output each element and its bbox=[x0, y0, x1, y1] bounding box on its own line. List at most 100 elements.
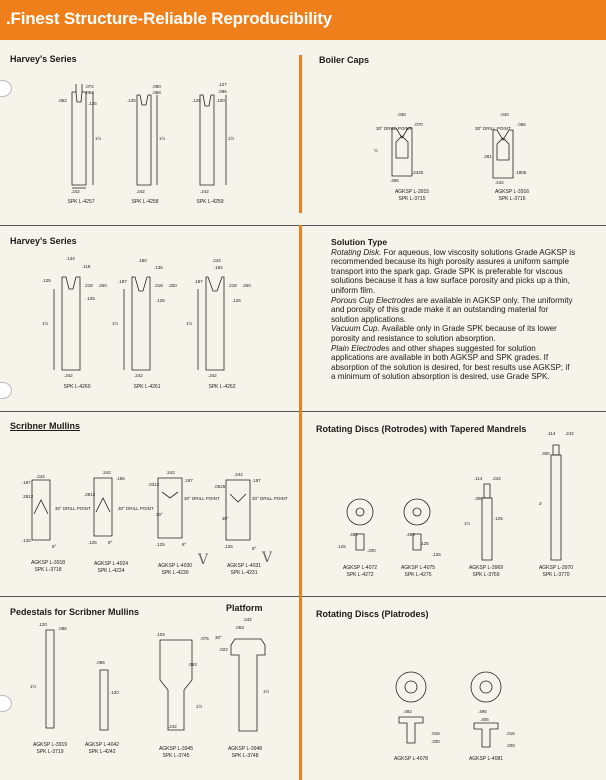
svg-text:.218: .218 bbox=[154, 283, 163, 288]
svg-text:.492: .492 bbox=[403, 709, 412, 714]
caption-l3745: SPK L-3745 bbox=[162, 753, 190, 759]
svg-text:.242: .242 bbox=[212, 258, 221, 263]
svg-text:.125: .125 bbox=[127, 98, 136, 103]
svg-text:.125: .125 bbox=[337, 544, 346, 549]
svg-text:.250: .250 bbox=[98, 283, 107, 288]
svg-text:.242: .242 bbox=[495, 180, 504, 185]
svg-text:.218: .218 bbox=[228, 283, 237, 288]
caption-l3770: SPK L-3770 bbox=[542, 572, 570, 578]
rotrode-drawing-l3969: .114 .300 .242 .125 1½ bbox=[464, 476, 503, 561]
svg-text:.300: .300 bbox=[474, 496, 483, 501]
svg-text:3: 3 bbox=[539, 501, 542, 506]
svg-text:.054: .054 bbox=[85, 90, 94, 95]
svg-text:30° DRILL POINT: 30° DRILL POINT bbox=[252, 496, 288, 501]
svg-text:.200: .200 bbox=[431, 739, 440, 744]
svg-text:1½: 1½ bbox=[112, 320, 119, 326]
svg-text:30°: 30° bbox=[222, 516, 229, 521]
svg-text:8°: 8° bbox=[182, 542, 187, 547]
caption-l4231: SPK L-4231 bbox=[230, 570, 258, 576]
svg-text:.040: .040 bbox=[500, 112, 509, 117]
column-divider bbox=[299, 55, 302, 213]
caption-l3918: AGKSP L-3918 bbox=[30, 560, 66, 566]
svg-text:.0625: .0625 bbox=[214, 484, 226, 489]
svg-text:30° DRILL POINT: 30° DRILL POINT bbox=[376, 126, 412, 131]
scribner-drawing-l3918: .187 .242 .2812 30° DRILL POINT .125 8° bbox=[22, 474, 91, 549]
svg-text:.180: .180 bbox=[138, 258, 147, 263]
rotrode-drawing-l4075: .495 .125 .125 bbox=[403, 498, 441, 557]
section-title-platrodes: Rotating Discs (Platrodes) bbox=[316, 609, 429, 619]
plain-electrodes-text: and other shapes suggested for solution … bbox=[331, 343, 570, 382]
svg-text:.125: .125 bbox=[156, 542, 165, 547]
svg-text:.492: .492 bbox=[349, 532, 358, 537]
svg-text:.242: .242 bbox=[102, 470, 111, 475]
binder-hole bbox=[0, 80, 12, 97]
caption-l4072: AGKSP L-4072 bbox=[342, 565, 378, 571]
svg-text:.114: .114 bbox=[474, 476, 483, 481]
svg-text:.218: .218 bbox=[84, 283, 93, 288]
svg-text:.070: .070 bbox=[414, 122, 423, 127]
svg-text:.015: .015 bbox=[431, 731, 440, 736]
svg-text:.242: .242 bbox=[168, 724, 177, 729]
electrode-drawing-l4261: .180 .136 .187 .218 .250 .125 1½ .242 bbox=[112, 258, 177, 378]
svg-text:.038: .038 bbox=[397, 112, 406, 117]
svg-text:.125: .125 bbox=[494, 516, 503, 521]
electrode-drawing-l4257: .072 .054 .062 .125 1½ .242 bbox=[58, 84, 102, 194]
svg-text:.125: .125 bbox=[432, 552, 441, 557]
section-title-harveys-series-2: Harvey's Series bbox=[10, 236, 77, 246]
svg-text:.125: .125 bbox=[22, 538, 31, 543]
svg-text:1½: 1½ bbox=[196, 703, 203, 709]
svg-text:.118: .118 bbox=[82, 264, 91, 269]
svg-text:.495: .495 bbox=[406, 532, 415, 537]
platform-drawing-l3948: .063 .242 30° .022 1½ bbox=[215, 617, 270, 732]
caption-l4024: AGKSP L-4024 bbox=[93, 561, 129, 567]
svg-text:.242: .242 bbox=[36, 474, 45, 479]
page-title: .Finest Structure-Reliable Reproducibili… bbox=[6, 9, 332, 28]
svg-text:.242: .242 bbox=[565, 431, 574, 436]
caption-l3769: SPK L-3769 bbox=[472, 572, 500, 578]
svg-text:.200: .200 bbox=[367, 548, 376, 553]
handwritten-checkmark: V bbox=[262, 550, 273, 566]
porous-cup-lead: Porous Cup Electrodes bbox=[331, 295, 415, 305]
caption-l4272: SPK L-4272 bbox=[346, 572, 374, 578]
caption-l4257: SPK L-4257 bbox=[67, 199, 95, 205]
svg-text:.125: .125 bbox=[88, 101, 97, 106]
pedestal-drawing-l3945: .103 .075 .093 1½ .242 bbox=[156, 632, 209, 731]
electrode-drawing-l4260: .134 .118 .125 .218 .250 .125 1½ .242 bbox=[42, 256, 107, 378]
boiler-cap-drawing-1: .038 .070 30° DRILL POINT ½ .2425 .305 bbox=[374, 112, 424, 183]
svg-text:.187: .187 bbox=[184, 478, 193, 483]
caption-l3719: SPK L-3719 bbox=[36, 749, 64, 755]
svg-text:.187: .187 bbox=[118, 279, 127, 284]
svg-text:.0312: .0312 bbox=[148, 482, 160, 487]
caption-l4042: AGKSP L-4042 bbox=[84, 742, 120, 748]
svg-text:.120: .120 bbox=[110, 690, 119, 695]
svg-text:.187: .187 bbox=[194, 279, 203, 284]
svg-text:30° DRILL POINT: 30° DRILL POINT bbox=[184, 496, 220, 501]
section-divider bbox=[0, 596, 606, 597]
svg-text:.086: .086 bbox=[96, 660, 105, 665]
svg-text:.134: .134 bbox=[66, 256, 75, 261]
svg-text:30° DRILL POINT: 30° DRILL POINT bbox=[55, 506, 91, 511]
svg-text:1½: 1½ bbox=[228, 135, 235, 141]
svg-text:.100: .100 bbox=[216, 98, 225, 103]
svg-text:30°: 30° bbox=[215, 635, 222, 640]
section-divider bbox=[0, 411, 606, 412]
caption-l4030: AGKSP L-4030 bbox=[157, 563, 193, 569]
svg-text:.090: .090 bbox=[152, 84, 161, 89]
section-title-scribner-mullins: Scribner Mullins bbox=[10, 421, 81, 431]
svg-text:.281: .281 bbox=[483, 154, 492, 159]
section-title-pedestals: Pedestals for Scribner Mullins bbox=[10, 607, 140, 617]
svg-text:.242: .242 bbox=[134, 373, 143, 378]
svg-text:.300: .300 bbox=[541, 451, 550, 456]
svg-text:.200: .200 bbox=[506, 743, 515, 748]
svg-text:8°: 8° bbox=[108, 540, 113, 545]
section-divider bbox=[0, 225, 606, 226]
svg-text:.250: .250 bbox=[242, 283, 251, 288]
svg-text:1½: 1½ bbox=[263, 688, 270, 694]
caption-l3969: AGKSP L-3969 bbox=[468, 565, 504, 571]
caption-l3915: AGKSP L-3915 bbox=[394, 189, 430, 195]
caption-l3945: AGKSP L-3945 bbox=[158, 746, 194, 752]
svg-text:1½: 1½ bbox=[159, 135, 166, 141]
svg-text:.305: .305 bbox=[390, 178, 399, 183]
plain-electrodes-lead: Plain Electrodes bbox=[331, 343, 390, 353]
svg-text:.242: .242 bbox=[208, 373, 217, 378]
